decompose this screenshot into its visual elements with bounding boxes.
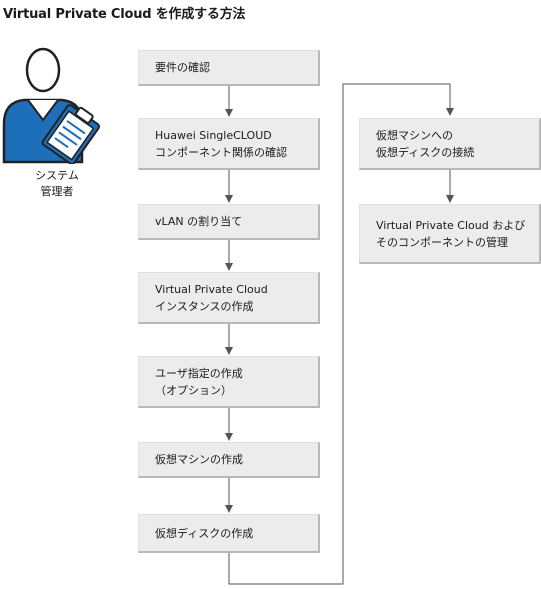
role-label-line2: 管理者 (40, 185, 74, 198)
administrator-clipboard-icon (2, 47, 100, 164)
step-2-line2: コンポーネント関係の確認 (155, 145, 287, 159)
role-label: システム 管理者 (22, 168, 92, 200)
step-5-box: ユーザ指定の作成 （オプション） (138, 356, 320, 408)
step-4-line2: インスタンスの作成 (155, 299, 254, 313)
step-4-line1: Virtual Private Cloud (155, 282, 268, 296)
step-3-line1: vLAN の割り当て (155, 215, 243, 228)
step-9-line1: Virtual Private Cloud および (376, 218, 526, 232)
step-3-box: vLAN の割り当て (138, 204, 320, 240)
step-4-box: Virtual Private Cloud インスタンスの作成 (138, 272, 320, 324)
step-9-box: Virtual Private Cloud および そのコンポーネントの管理 (359, 204, 541, 264)
step-5-line1: ユーザ指定の作成 (155, 366, 243, 380)
step-7-box: 仮想ディスクの作成 (138, 514, 320, 553)
connector-7-8 (228, 83, 454, 585)
step-2-box: Huawei SingleCLOUD コンポーネント関係の確認 (138, 118, 320, 170)
role-label-line1: システム (35, 169, 79, 182)
step-8-line2: 仮想ディスクの接続 (376, 145, 475, 159)
step-1-line1: 要件の確認 (155, 61, 210, 74)
step-9-line2: そのコンポーネントの管理 (376, 235, 508, 249)
step-7-line1: 仮想ディスクの作成 (155, 526, 254, 540)
step-6-line1: 仮想マシンの作成 (155, 453, 243, 466)
step-2-line1: Huawei SingleCLOUD (155, 128, 272, 142)
step-6-box: 仮想マシンの作成 (138, 442, 320, 478)
step-5-line2: （オプション） (155, 383, 232, 397)
step-8-box: 仮想マシンへの 仮想ディスクの接続 (359, 118, 541, 170)
page-title: Virtual Private Cloud を作成する方法 (3, 7, 246, 22)
step-1-box: 要件の確認 (138, 50, 320, 86)
step-8-line1: 仮想マシンへの (376, 128, 453, 142)
